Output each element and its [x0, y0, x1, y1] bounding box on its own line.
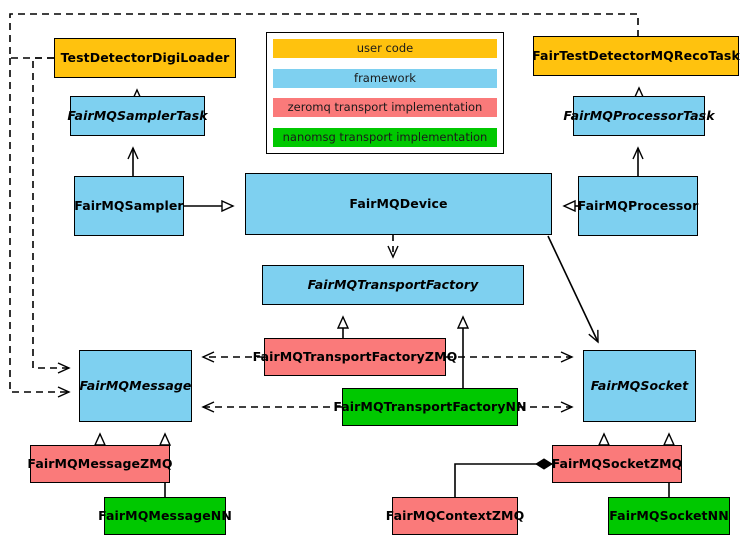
node-fairtestdetectormqrecotask[interactable]: FairTestDetectorMQRecoTask	[532, 36, 740, 76]
node-fairmqprocessor[interactable]: FairMQProcessor	[578, 176, 698, 236]
node-fairmqprocessortask[interactable]: FairMQProcessorTask	[563, 96, 715, 136]
edge-socketzmq-composition-contextzmq	[454, 458, 553, 497]
legend-item-nanomsg: nanomsg transport implementation	[273, 127, 497, 147]
legend: user code framework zeromq transport imp…	[266, 32, 504, 154]
node-fairmqcontextzmq[interactable]: FairMQContextZMQ	[386, 497, 524, 535]
node-fairmqtransportfactoryzmq[interactable]: FairMQTransportFactoryZMQ	[253, 338, 457, 376]
node-fairmqsampler[interactable]: FairMQSampler	[74, 176, 184, 236]
node-fairmqsamplertask[interactable]: FairMQSamplerTask	[67, 96, 208, 136]
node-fairmqsocket[interactable]: FairMQSocket	[583, 350, 696, 422]
legend-item-framework: framework	[273, 68, 497, 88]
node-testdetectordigiloader[interactable]: TestDetectorDigiLoader	[54, 38, 236, 78]
node-fairmqmessagezmq[interactable]: FairMQMessageZMQ	[27, 445, 172, 483]
node-fairmqsocketzmq[interactable]: FairMQSocketZMQ	[552, 445, 682, 483]
node-fairmqsocketnn[interactable]: FairMQSocketNN	[608, 497, 730, 535]
edge-digiloader-to-message-inner	[32, 57, 71, 374]
node-fairmqdevice[interactable]: FairMQDevice	[245, 173, 552, 235]
node-fairmqmessage[interactable]: FairMQMessage	[79, 350, 192, 422]
node-fairmqtransportfactorynn[interactable]: FairMQTransportFactoryNN	[333, 388, 527, 426]
node-fairmqtransportfactory[interactable]: FairMQTransportFactory	[262, 265, 524, 305]
legend-item-zeromq: zeromq transport implementation	[273, 98, 497, 118]
legend-item-user-code: user code	[273, 39, 497, 58]
edge-device-to-socket	[547, 235, 599, 344]
node-fairmqmessagenn[interactable]: FairMQMessageNN	[98, 497, 232, 535]
edge-recotask-frame-down	[9, 58, 71, 398]
